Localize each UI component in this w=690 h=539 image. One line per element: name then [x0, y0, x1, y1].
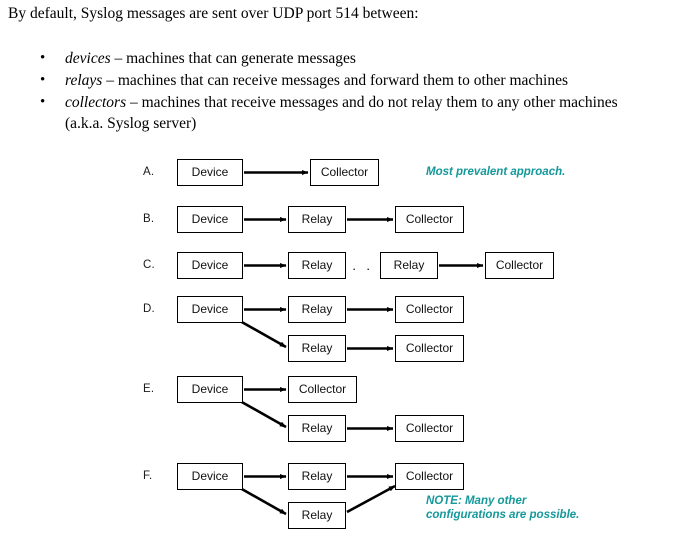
- list-item: • devices – machines that can generate m…: [0, 48, 690, 69]
- node-b-collector[interactable]: Collector: [395, 206, 464, 233]
- row-label-e: E.: [143, 383, 155, 395]
- node-d-relay-1[interactable]: Relay: [288, 296, 346, 323]
- list-item: • relays – machines that can receive mes…: [0, 70, 690, 91]
- node-c-relay-2[interactable]: Relay: [380, 252, 438, 279]
- term-devices: devices: [65, 50, 111, 67]
- node-e-collector-2[interactable]: Collector: [395, 415, 464, 442]
- node-a-collector[interactable]: Collector: [310, 159, 379, 186]
- annotation-most-prevalent: Most prevalent approach.: [426, 166, 566, 178]
- arrow-e-device-to-relay: [239, 399, 287, 429]
- lead-paragraph: By default, Syslog messages are sent ove…: [8, 5, 419, 22]
- row-label-b: B.: [143, 213, 155, 225]
- list-item: • collectors – machines that receive mes…: [0, 92, 690, 134]
- node-b-relay[interactable]: Relay: [288, 206, 346, 233]
- node-f-device[interactable]: Device: [177, 463, 243, 490]
- node-f-collector[interactable]: Collector: [395, 463, 464, 490]
- arrow-f-device-to-relay2: [239, 486, 287, 516]
- node-e-relay[interactable]: Relay: [288, 415, 346, 442]
- node-d-collector-2[interactable]: Collector: [395, 335, 464, 362]
- row-label-a: A.: [143, 166, 155, 178]
- dash-separator: –: [102, 72, 118, 89]
- arrow-d-device-to-relay2: [239, 319, 287, 349]
- node-f-relay-2[interactable]: Relay: [288, 502, 346, 529]
- node-b-device[interactable]: Device: [177, 206, 243, 233]
- dash-separator: –: [110, 50, 127, 67]
- term-collectors: collectors: [65, 94, 127, 111]
- node-a-device[interactable]: Device: [177, 159, 243, 186]
- ellipsis-icon: · · ·: [352, 261, 388, 276]
- node-c-relay-1[interactable]: Relay: [288, 252, 346, 279]
- arrow-f-relay2-to-collector: [346, 484, 396, 514]
- dash-separator: –: [126, 94, 142, 111]
- bullet-icon: •: [40, 72, 46, 88]
- description-collectors: machines that receive messages and do no…: [141, 94, 618, 111]
- node-c-device[interactable]: Device: [177, 252, 243, 279]
- annotation-note-many-other: NOTE: Many other configurations are poss…: [426, 495, 580, 521]
- bullet-icon: •: [40, 50, 46, 66]
- node-d-collector-1[interactable]: Collector: [395, 296, 464, 323]
- description-devices: machines that can generate messages: [126, 50, 356, 67]
- row-label-c: C.: [143, 259, 155, 271]
- node-e-device[interactable]: Device: [177, 376, 243, 403]
- node-c-collector[interactable]: Collector: [485, 252, 554, 279]
- description-relays: machines that can receive messages and f…: [117, 72, 568, 89]
- term-relays: relays: [65, 72, 103, 89]
- row-label-f: F.: [143, 470, 153, 482]
- node-f-relay-1[interactable]: Relay: [288, 463, 346, 490]
- node-d-relay-2[interactable]: Relay: [288, 335, 346, 362]
- description-collectors-continued: (a.k.a. Syslog server): [65, 115, 197, 132]
- row-label-d: D.: [143, 303, 155, 315]
- node-e-collector-1[interactable]: Collector: [288, 376, 357, 403]
- definition-bullet-list: • devices – machines that can generate m…: [0, 48, 690, 135]
- bullet-icon: •: [40, 94, 46, 110]
- node-d-device[interactable]: Device: [177, 296, 243, 323]
